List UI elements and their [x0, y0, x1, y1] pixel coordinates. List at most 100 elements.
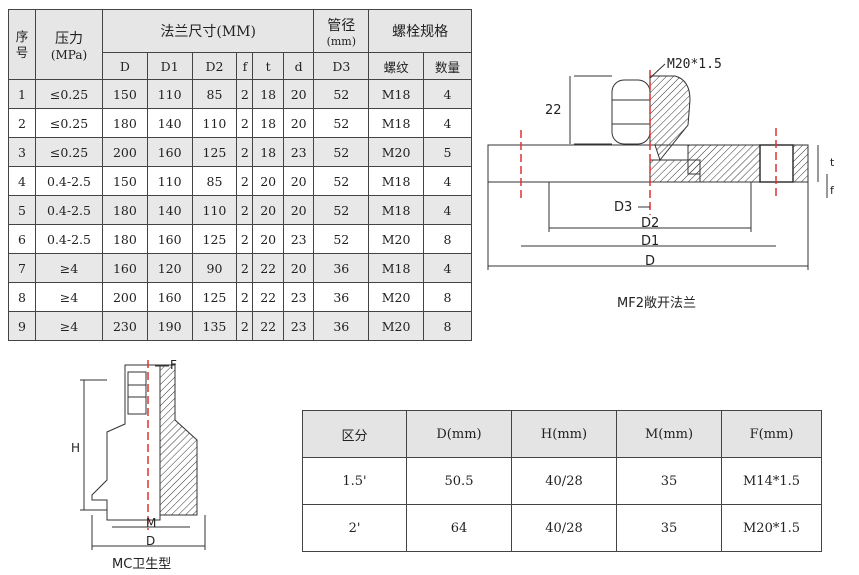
table-cell: 20 [282, 195, 315, 225]
table-cell: 36 [313, 253, 370, 283]
table-cell: M14*1.5 [721, 457, 822, 505]
table-cell: 64 [406, 504, 512, 552]
mc-caption: MC卫生型 [112, 557, 172, 572]
table-cell: 8 [422, 311, 473, 341]
table-cell: 160 [146, 282, 193, 312]
table-cell: 2 [8, 108, 36, 138]
table-cell: 4 [422, 195, 473, 225]
table-cell: 18 [252, 137, 284, 167]
mf2-f-label: f [830, 184, 834, 197]
mf2-t-label: t [830, 156, 835, 169]
table-cell: 190 [146, 311, 193, 341]
mc-header-D: D(mm) [406, 410, 512, 458]
mc-m-label: M [146, 516, 157, 530]
table-cell: 125 [191, 282, 238, 312]
table-cell: 52 [313, 137, 370, 167]
table-cell: M18 [368, 253, 424, 283]
flange-spec-table: 序号 压力(MPa) 法兰尺寸(MM) 管径(mm) 螺栓规格 D D1 D2 … [8, 9, 473, 341]
mf2-h22-label: 22 [545, 103, 562, 118]
table-cell: 125 [191, 137, 238, 167]
table-cell: 5 [8, 195, 36, 225]
table-cell: 160 [146, 137, 193, 167]
table-cell: 36 [313, 311, 370, 341]
mf2-d3-label: D3 [614, 200, 633, 215]
table-cell: 20 [282, 79, 315, 109]
subheader-D3: D3 [313, 52, 370, 80]
table-cell: M18 [368, 166, 424, 196]
mf2-thread-label: M20*1.5 [667, 57, 722, 72]
header-flange-size: 法兰尺寸(MM) [101, 9, 315, 53]
table-cell: 7 [8, 253, 36, 283]
table-cell: 22 [252, 311, 284, 341]
table-cell: 2 [236, 253, 254, 283]
table-cell: 23 [282, 282, 315, 312]
table-cell: 135 [191, 311, 238, 341]
subheader-D1: D1 [146, 52, 193, 80]
table-cell: 0.4-2.5 [35, 195, 103, 225]
table-cell: M18 [368, 195, 424, 225]
subheader-d: d [282, 52, 315, 80]
table-cell: 52 [313, 166, 370, 196]
table-cell: ≤0.25 [35, 79, 103, 109]
table-cell: 2 [236, 195, 254, 225]
table-cell: 180 [102, 224, 148, 254]
table-cell: 180 [102, 195, 148, 225]
table-cell: M18 [368, 108, 424, 138]
table-cell: 23 [282, 224, 315, 254]
table-cell: 125 [191, 224, 238, 254]
mc-header-M: M(mm) [616, 410, 722, 458]
table-cell: 110 [146, 166, 193, 196]
table-cell: 5 [422, 137, 473, 167]
mc-f-label: F [170, 358, 177, 372]
table-cell: 4 [422, 253, 473, 283]
table-cell: 140 [146, 195, 193, 225]
mc-d-label: D [146, 534, 156, 548]
header-seq: 序号 [8, 9, 36, 80]
table-cell: 52 [313, 195, 370, 225]
table-cell: 1.5' [302, 457, 407, 505]
table-cell: 160 [146, 224, 193, 254]
mf2-caption: MF2敞开法兰 [617, 296, 696, 311]
table-cell: M20 [368, 224, 424, 254]
table-cell: 0.4-2.5 [35, 224, 103, 254]
table-cell: 36 [313, 282, 370, 312]
subheader-D: D [102, 52, 148, 80]
table-cell: M20 [368, 311, 424, 341]
header-pipe: 管径(mm) [313, 9, 370, 53]
mc-h-label: H [71, 441, 81, 455]
table-cell: 2' [302, 504, 407, 552]
mf2-d-label: D [645, 254, 656, 269]
table-cell: 23 [282, 311, 315, 341]
table-cell: M20*1.5 [721, 504, 822, 552]
table-cell: 20 [282, 108, 315, 138]
table-cell: 52 [313, 79, 370, 109]
subheader-count: 数量 [422, 52, 473, 80]
table-cell: 20 [252, 195, 284, 225]
table-cell: 230 [102, 311, 148, 341]
table-cell: 35 [616, 504, 722, 552]
mf2-d1-label: D1 [641, 234, 660, 249]
table-cell: 4 [422, 79, 473, 109]
table-cell: M20 [368, 137, 424, 167]
table-cell: ≤0.25 [35, 108, 103, 138]
table-cell: 9 [8, 311, 36, 341]
table-cell: 22 [252, 253, 284, 283]
table-cell: ≥4 [35, 311, 103, 341]
header-pressure: 压力(MPa) [35, 9, 103, 80]
table-cell: 20 [282, 253, 315, 283]
table-cell: 90 [191, 253, 238, 283]
table-cell: 110 [191, 195, 238, 225]
table-cell: 2 [236, 311, 254, 341]
